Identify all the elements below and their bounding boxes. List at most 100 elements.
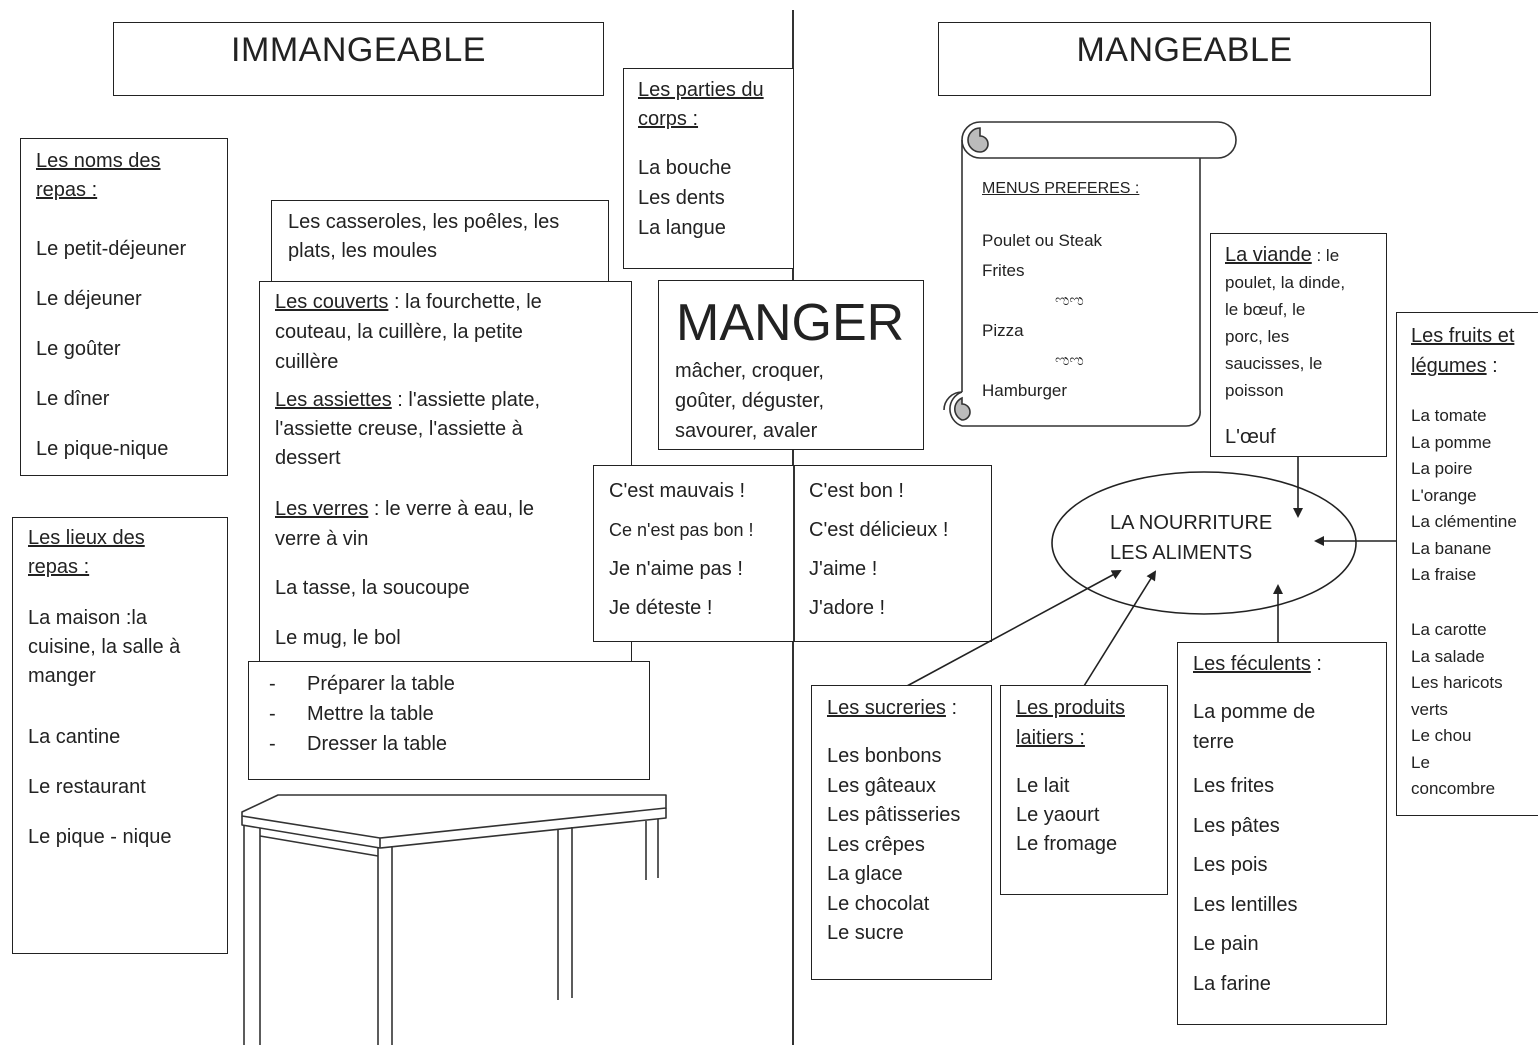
couverts-line-1: Les couverts : la fourchette, le [275,287,542,317]
repas-lieux-maison-line: La maison :la [28,607,147,629]
sucrerie-item: Les gâteaux [827,774,936,797]
body-parts-list: La bouche Les dents La langue [638,153,731,243]
repas-name-item: Le goûter [36,338,121,360]
laitiers-heading: Les produits laitiers : [1016,693,1125,753]
repas-lieu-item: La cantine [28,726,121,748]
fruit-item: L'orange [1411,485,1477,505]
menus-item-1: Poulet ou Steak [982,231,1103,250]
sucrerie-item: Les bonbons [827,745,942,767]
nourriture-line: LES ALIMENTS [1110,542,1253,564]
feculent-item: Les lentilles [1193,893,1298,916]
body-part-item: La bouche [638,157,732,179]
feculents-list: Les frites Les pâtes Les pois Les lentil… [1193,767,1298,1004]
repas-lieux-heading-2: repas : [28,556,90,578]
verres-line-1: Les verres : le verre à eau, le [275,494,534,524]
fruits-list: La tomate La pomme La poire L'orange La … [1411,403,1517,589]
assiettes-text: Les assiettes : l'assiette plate, l'assi… [275,386,540,473]
negative-expression: Je n'aime pas ! [609,558,743,580]
laitiers-box: Les produits laitiers : Le lait Le yaour… [1000,685,1168,895]
table-action-label: Mettre la table [307,703,434,725]
fruit-item: La banane [1411,538,1492,558]
sucreries-heading: Les sucreries : [827,693,957,723]
manger-synonym-line: savourer, avaler [675,420,818,442]
legume-item: Le [1411,752,1430,772]
body-parts-heading-2: corps : [638,108,699,130]
positive-expression: C'est délicieux ! [809,519,949,541]
feculents-heading-colon: : [1310,653,1322,675]
mangeable-title-box: MANGEABLE [938,22,1431,96]
repas-names-heading-2: repas : [36,179,98,201]
table-action-item: - Dresser la table [269,729,455,759]
expressions-box: C'est mauvais ! Ce n'est pas bon ! Je n'… [593,465,992,642]
positive-expression: C'est bon ! [809,480,904,502]
menus-ornament: ಌಌ [1055,352,1084,369]
laitiers-heading-2: laitiers : [1016,727,1085,749]
manger-synonym-line: mâcher, croquer, [675,360,824,382]
repas-name-item: Le dîner [36,388,110,410]
table-actions-box: -Préparer la table - Mettre la table - Dre… [248,661,650,780]
sucrerie-item: Le sucre [827,922,904,944]
laitiers-heading-1: Les produits [1016,697,1125,719]
assiettes-line-1: Les assiettes : l'assiette plate, [275,386,540,415]
casseroles-line: Les casseroles, les poêles, les [288,211,560,233]
couverts-line-1-text: : la fourchette, le [388,291,542,313]
viande-line: poulet, la dinde, [1225,273,1346,292]
fruits-heading-2: légumes [1411,355,1487,377]
feculents-potato: La pomme de terre [1193,697,1315,757]
fruit-item: La pomme [1411,432,1492,452]
positive-expression: J'aime ! [809,558,878,580]
table-action-bullet: - [269,733,276,755]
feculent-item: Les pâtes [1193,814,1280,837]
feculent-item: terre [1193,731,1235,753]
viande-line: poisson [1225,381,1284,400]
legume-item: concombre [1411,779,1496,798]
verres-label: Les verres [275,498,369,520]
repas-names-box: Les noms des repas : Le petit-déjeuner L… [20,138,228,476]
assiettes-line-1-text: : l'assiette plate, [391,389,541,411]
fruits-legumes-box: Les fruits et légumes : La tomate La pom… [1396,312,1538,816]
sucrerie-item: La glace [827,863,903,885]
nourriture-line: LA NOURRITURE [1110,512,1273,534]
verres-line-1-text: : le verre à eau, le [368,498,535,520]
laitiers-list: Le lait Le yaourt Le fromage [1016,772,1117,859]
sucrerie-item: Le chocolat [827,892,930,915]
negative-expressions: C'est mauvais ! Ce n'est pas bon ! Je n'… [609,472,754,628]
assiettes-label: Les assiettes [275,389,392,411]
repas-lieux-heading-1: Les lieux des [28,527,145,549]
repas-lieux-maison: La maison :la cuisine, la salle à manger [28,604,180,691]
sucreries-heading-colon: : [945,697,958,719]
feculents-heading-label: Les féculents [1193,653,1311,675]
fruit-item: La poire [1411,459,1473,478]
legume-item: Les haricots [1411,673,1503,692]
viande-line-1-text: : le [1311,246,1340,265]
viande-line: le bœuf, le [1225,300,1306,319]
repas-lieu-item: Le pique - nique [28,826,172,848]
repas-name-item: Le pique-nique [36,438,169,460]
repas-lieux-maison-line: cuisine, la salle à [28,636,181,658]
mangeable-title: MANGEABLE [1076,31,1293,69]
assiettes-line: dessert [275,447,341,469]
body-parts-heading: Les parties du corps : [638,76,764,134]
table-action-item: -Préparer la table [269,669,455,699]
tasse-text: La tasse, la soucoupe [275,577,470,599]
feculent-item: La farine [1193,972,1271,995]
sucrerie-item: Les pâtisseries [827,804,961,826]
body-parts-box: Les parties du corps : La bouche Les den… [623,68,794,269]
table-action-label: Dresser la table [307,733,448,755]
repas-lieux-box: Les lieux des repas : La maison :la cuis… [12,517,228,954]
repas-names-list: Le petit-déjeuner Le déjeuner Le goûter … [36,224,186,474]
menus-item-4: Hamburger [982,381,1068,400]
positive-expression: J'adore ! [809,597,886,619]
legume-item: Le chou [1411,726,1472,745]
fruits-heading-1: Les fruits et [1411,325,1515,347]
manger-synonyms: mâcher, croquer, goûter, déguster, savou… [675,356,824,446]
casseroles-box: Les casseroles, les poêles, les plats, l… [271,200,609,282]
feculents-heading: Les féculents : [1193,649,1322,679]
viande-line-1: La viande : le [1225,242,1345,269]
repas-name-item: Le petit-déjeuner [36,238,187,260]
menus-item-2: Frites [982,261,1025,280]
fruits-heading-2-row: légumes : [1411,351,1514,381]
couverts-line: couteau, la cuillère, la petite [275,321,523,343]
table-action-bullet: - [269,673,276,695]
manger-title: MANGER [676,294,905,352]
